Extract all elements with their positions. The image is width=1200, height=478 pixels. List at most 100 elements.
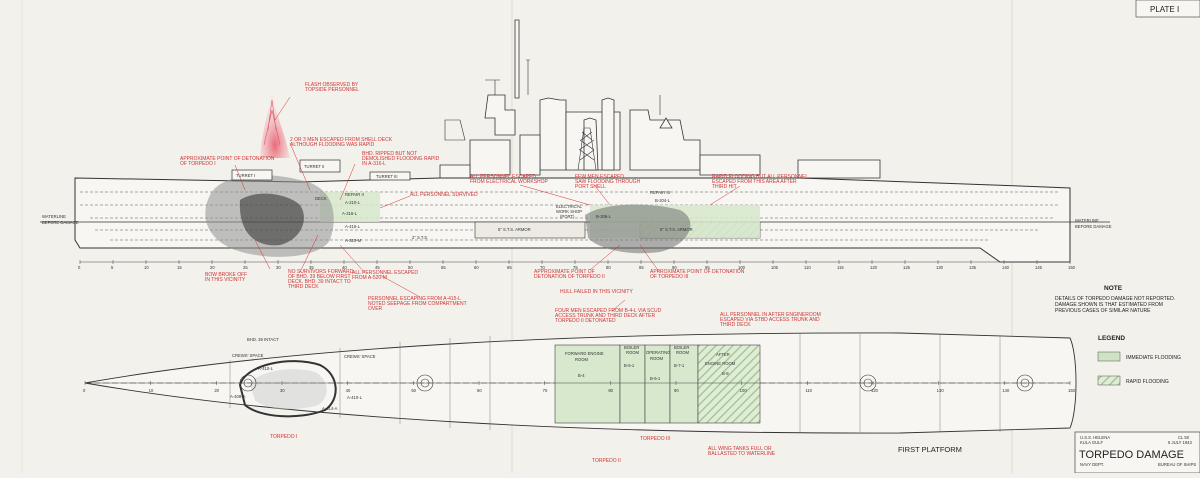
waterline-left-2: BEFORE DAMAGE <box>42 220 79 225</box>
profile-view <box>40 19 1110 263</box>
plan-frame-label: 130 <box>937 388 945 393</box>
profile-frame-label: 135 <box>969 265 977 270</box>
profile-frame-label: 105 <box>771 265 779 270</box>
profile-frame-label: 75 <box>573 265 578 270</box>
note-det1-2: OF TORPEDO I <box>180 161 216 167</box>
profile-frame-label: 150 <box>1068 265 1076 270</box>
note-men2or3-1: 2 OR 3 MEN ESCAPED FROM SHELL DECK <box>290 137 393 143</box>
boiler2-1: BOILER <box>674 345 689 350</box>
profile-frame-label: 100 <box>738 265 746 270</box>
compartment-a210: A-210-L <box>345 200 361 205</box>
note-heading: NOTE <box>1104 285 1123 292</box>
note-personnel415-3: OVER <box>368 306 383 312</box>
deck-label: DECK <box>315 196 327 201</box>
note-fewmen-3: PORT SHELL <box>575 184 606 190</box>
flash-plume <box>260 92 290 158</box>
crews-space-2: CREWS' SPACE <box>344 354 376 359</box>
plan-frame-label: 120 <box>871 388 879 393</box>
legend-heading: LEGEND <box>1098 335 1125 342</box>
boiler-room-1 <box>619 344 646 424</box>
fwd-engine-1: FORWARD ENGINE <box>565 351 604 356</box>
plan-frame-label: 70 <box>543 388 548 393</box>
port-label: (PORT) <box>560 214 575 219</box>
note-nosurv-3: DECK. BHD. 39 INTACT TO <box>288 279 351 285</box>
plan-frame-label: 90 <box>674 388 679 393</box>
note-elecshop-2: FROM ELECTRICAL WORKSHOP <box>470 179 549 185</box>
boiler2-id: B-7-1 <box>674 363 685 368</box>
profile-frame-label: 145 <box>1035 265 1043 270</box>
note-flash-2: TOPSIDE PERSONNEL <box>305 87 359 93</box>
profile-frame-label: 130 <box>936 265 944 270</box>
profile-frame-label: 60 <box>474 265 479 270</box>
plan-frame-label: 140 <box>1002 388 1010 393</box>
boiler1-1: BOILER <box>624 345 639 350</box>
profile-frame-label: 125 <box>903 265 911 270</box>
note-det2-1: APPROXIMATE POINT OF <box>534 269 595 275</box>
fwd-engine-2: ROOM <box>575 357 589 362</box>
turret-2-label: TURRET II <box>304 164 324 169</box>
note-block: NOTE DETAILS OF TORPEDO DAMAGE NOT REPOR… <box>1055 285 1175 314</box>
plan-frame-label: 50 <box>411 388 416 393</box>
note-personnel415-2: NOTED SEEPAGE FROM COMPARTMENT <box>368 301 467 307</box>
note-elecshop-1: ALL PERSONNEL ESCAPED <box>470 174 536 180</box>
note-line-1: DETAILS OF TORPEDO DAMAGE NOT REPORTED. <box>1055 296 1175 302</box>
compartment-a520: A-520-M <box>345 238 362 243</box>
plan-a410b: A-410-L <box>347 395 363 400</box>
note-det2-2: DETONATION OF TORPEDO II <box>534 274 605 280</box>
profile-frame-label: 110 <box>804 265 811 270</box>
profile-frame-label: 25 <box>243 265 248 270</box>
first-platform-label: FIRST PLATFORM <box>898 445 962 454</box>
note-line-3: PREVIOUS CASES OF SIMILAR NATURE <box>1055 308 1151 314</box>
operating-1: OPERATING <box>646 350 670 355</box>
profile-frame-label: 0 <box>78 265 81 270</box>
turret-3-label: TURRET III <box>376 174 398 179</box>
note-escaped520-1: ALL PERSONNEL ESCAPED <box>352 270 418 276</box>
plan-frame-label: 80 <box>608 388 613 393</box>
note-fewmen-1: FEW MEN ESCAPED, <box>575 174 625 180</box>
plan-a410: A-410-L <box>258 366 274 371</box>
compartment-b306: B-306-L <box>596 214 612 219</box>
legend-swatch-immediate <box>1097 351 1121 362</box>
wingtanks-1: ALL WING TANKS FULL OR <box>708 446 772 452</box>
operating-room <box>644 344 671 424</box>
note-men2or3-2: ALTHOUGH FLOODING WAS RAPID <box>290 142 375 148</box>
note-nosurv-4: THIRD DECK <box>288 284 319 290</box>
note-personnel415-1: PERSONNEL ESCAPING FROM A-415-L <box>368 296 461 302</box>
title-block: U.S.S. HELENA CL 50 KULA GULF 6 JULY 194… <box>1074 431 1200 474</box>
after-engine-2: ENGINE ROOM <box>705 361 736 366</box>
compartment-a316: A-316-L <box>342 211 358 216</box>
profile-frame-label: 80 <box>606 265 611 270</box>
profile-frame-label: 140 <box>1002 265 1010 270</box>
electrical-label: ELECTRICAL <box>556 204 583 209</box>
note-line-2: DAMAGE SHOWN IS THAT ESTIMATED FROM <box>1055 302 1163 308</box>
repair-3-label: REPAIR III <box>650 190 670 195</box>
compartment-b204: B-204-L <box>655 198 671 203</box>
note-fourmen-3: TORPEDO II DETONATED <box>555 318 616 324</box>
waterline-right-2: BEFORE DAMAGE <box>1075 224 1112 229</box>
profile-frame-label: 90 <box>672 265 677 270</box>
workshop-label: WORK SHOP <box>556 209 582 214</box>
plan-frame-label: 30 <box>280 388 285 393</box>
legend-swatch-rapid <box>1097 375 1121 386</box>
tb-class: CL 50 <box>1178 435 1190 440</box>
note-det1-1: APPROXIMATE POINT OF DETONATION <box>180 156 275 162</box>
profile-labels: WATERLINE BEFORE DAMAGE WATERLINE BEFORE… <box>42 164 1112 243</box>
after-engine-room <box>697 344 761 424</box>
torpedo-1-damage <box>238 360 337 418</box>
plate-box <box>1135 0 1200 18</box>
note-det3-1: APPROXIMATE POINT OF DETONATION <box>650 269 745 275</box>
note-bhd-3: IN A-316-L <box>362 161 386 167</box>
profile-frame-label: 95 <box>705 265 710 270</box>
plan-a408: A-408-A <box>230 394 246 399</box>
tb-navy: NAVY DEPT. <box>1080 462 1104 467</box>
boiler1-2: ROOM <box>626 350 640 355</box>
wingtanks-2: BALLASTED TO WATERLINE <box>708 451 776 457</box>
note-survived: ALL PERSONNEL SURVIVED <box>410 192 478 198</box>
profile-frame-label: 120 <box>870 265 878 270</box>
armor-label-1: 5" S.T.S. ARMOR <box>498 227 531 232</box>
compartment-a415: A-415-L <box>345 224 361 229</box>
